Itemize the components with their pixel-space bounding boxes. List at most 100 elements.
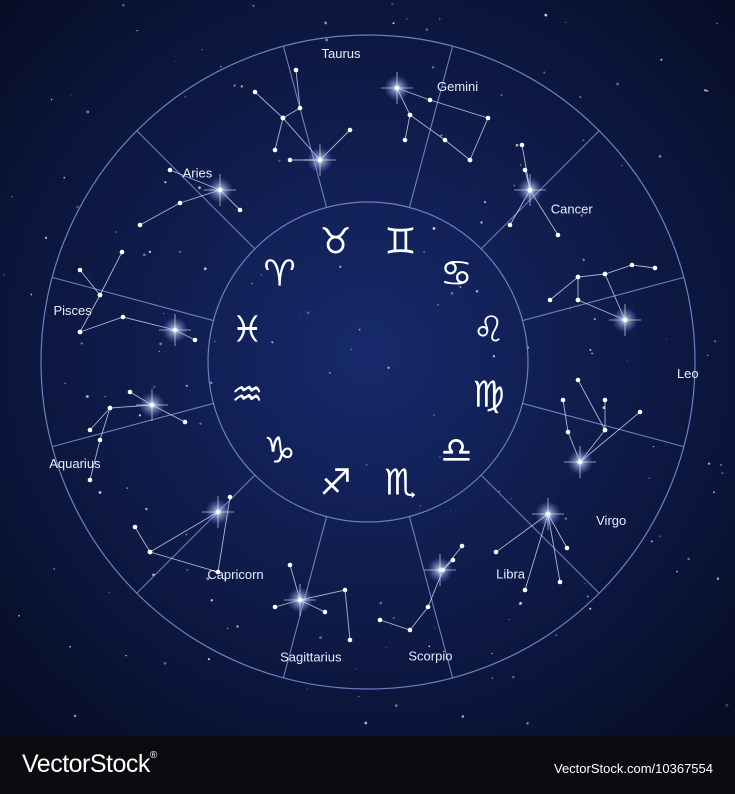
bg-star <box>526 722 529 725</box>
bg-star <box>713 340 717 343</box>
bg-star <box>510 498 512 500</box>
constellation-star <box>322 609 328 615</box>
bg-star <box>665 338 667 340</box>
bg-star <box>108 592 110 594</box>
constellation-star <box>564 545 570 551</box>
bg-star <box>616 82 619 86</box>
bg-star <box>648 477 651 480</box>
bg-star <box>206 577 210 581</box>
constellation-line <box>289 564 351 641</box>
star-flare <box>284 584 316 616</box>
bg-star <box>199 422 202 425</box>
bg-star <box>379 601 383 605</box>
bg-star <box>220 65 222 68</box>
bg-star <box>584 582 586 585</box>
bg-star <box>434 626 436 629</box>
bg-star <box>544 13 548 17</box>
bg-star <box>210 381 213 384</box>
bg-star <box>53 568 56 570</box>
label-sagittarius: Sagittarius <box>280 650 342 665</box>
outer-ring <box>40 34 696 690</box>
label-cancer: Cancer <box>551 202 594 217</box>
constellation-aquarius <box>87 389 188 483</box>
bg-star <box>491 677 494 679</box>
constellation-star <box>272 604 278 610</box>
bg-star <box>668 543 670 545</box>
constellation-star <box>637 409 643 415</box>
bg-star <box>76 205 79 209</box>
bg-star <box>210 599 213 602</box>
glyph-gemini: ♊ <box>384 221 416 262</box>
bg-star <box>500 94 503 97</box>
bg-star <box>498 490 500 492</box>
star-flare <box>204 174 236 206</box>
bg-star <box>236 625 239 628</box>
star-flare <box>304 144 336 176</box>
label-virgo: Virgo <box>596 513 626 528</box>
bg-star <box>461 715 465 718</box>
sector-divider <box>282 45 328 208</box>
constellation-star <box>132 524 138 530</box>
bg-star <box>712 491 715 494</box>
constellation-star <box>459 543 465 549</box>
bg-star <box>143 253 146 257</box>
bg-star <box>310 311 312 313</box>
constellation-line <box>396 87 471 161</box>
background-stars <box>3 2 729 725</box>
constellation-star <box>87 477 93 483</box>
constellation-star <box>467 157 473 163</box>
bg-star <box>591 352 593 355</box>
glyph-cancer: ♋ <box>440 254 472 295</box>
constellation-star <box>507 222 513 228</box>
bg-star <box>650 540 653 543</box>
bg-star <box>145 507 148 511</box>
sector-divider <box>480 474 600 594</box>
bg-star <box>201 49 203 51</box>
bg-star <box>159 342 163 346</box>
constellation-star <box>407 112 413 118</box>
bg-star <box>227 627 229 630</box>
bg-star <box>306 688 309 691</box>
bg-star <box>621 164 623 167</box>
bg-star <box>278 159 281 163</box>
label-leo: Leo <box>677 366 699 381</box>
bg-star <box>687 557 690 561</box>
bg-star <box>328 371 331 375</box>
label-libra: Libra <box>496 566 526 581</box>
constellation-star <box>87 427 93 433</box>
bg-star <box>148 250 152 254</box>
bg-star <box>496 322 498 324</box>
bg-star <box>175 61 177 62</box>
bg-star <box>582 139 585 142</box>
label-aries: Aries <box>183 166 213 181</box>
constellation-star <box>407 627 413 633</box>
bg-star <box>437 304 439 306</box>
constellation-star <box>522 167 528 173</box>
constellation-star <box>522 587 528 593</box>
glyph-taurus: ♉ <box>319 221 351 262</box>
constellation-star <box>377 617 383 623</box>
bg-star <box>252 4 255 7</box>
bg-star <box>392 616 395 620</box>
sector-divider <box>136 474 256 594</box>
bg-star <box>3 274 6 276</box>
constellation-star <box>97 292 103 298</box>
glyph-virgo: ♍ <box>473 374 505 415</box>
bg-star <box>86 110 90 114</box>
bg-star <box>438 455 441 459</box>
sector-divider <box>408 45 454 208</box>
bg-star <box>207 657 211 661</box>
bg-star <box>136 29 138 32</box>
bg-star <box>589 348 592 351</box>
constellation-star <box>192 337 198 343</box>
bg-star <box>420 505 422 507</box>
constellation-star <box>602 427 608 433</box>
bg-star <box>11 196 14 198</box>
constellation-star <box>450 557 456 563</box>
bg-star <box>385 647 387 649</box>
bg-star <box>716 22 719 25</box>
constellation-line <box>524 513 549 591</box>
label-scorpio: Scorpio <box>408 648 452 663</box>
label-capricorn: Capricorn <box>207 567 263 582</box>
constellation-star <box>280 115 286 121</box>
